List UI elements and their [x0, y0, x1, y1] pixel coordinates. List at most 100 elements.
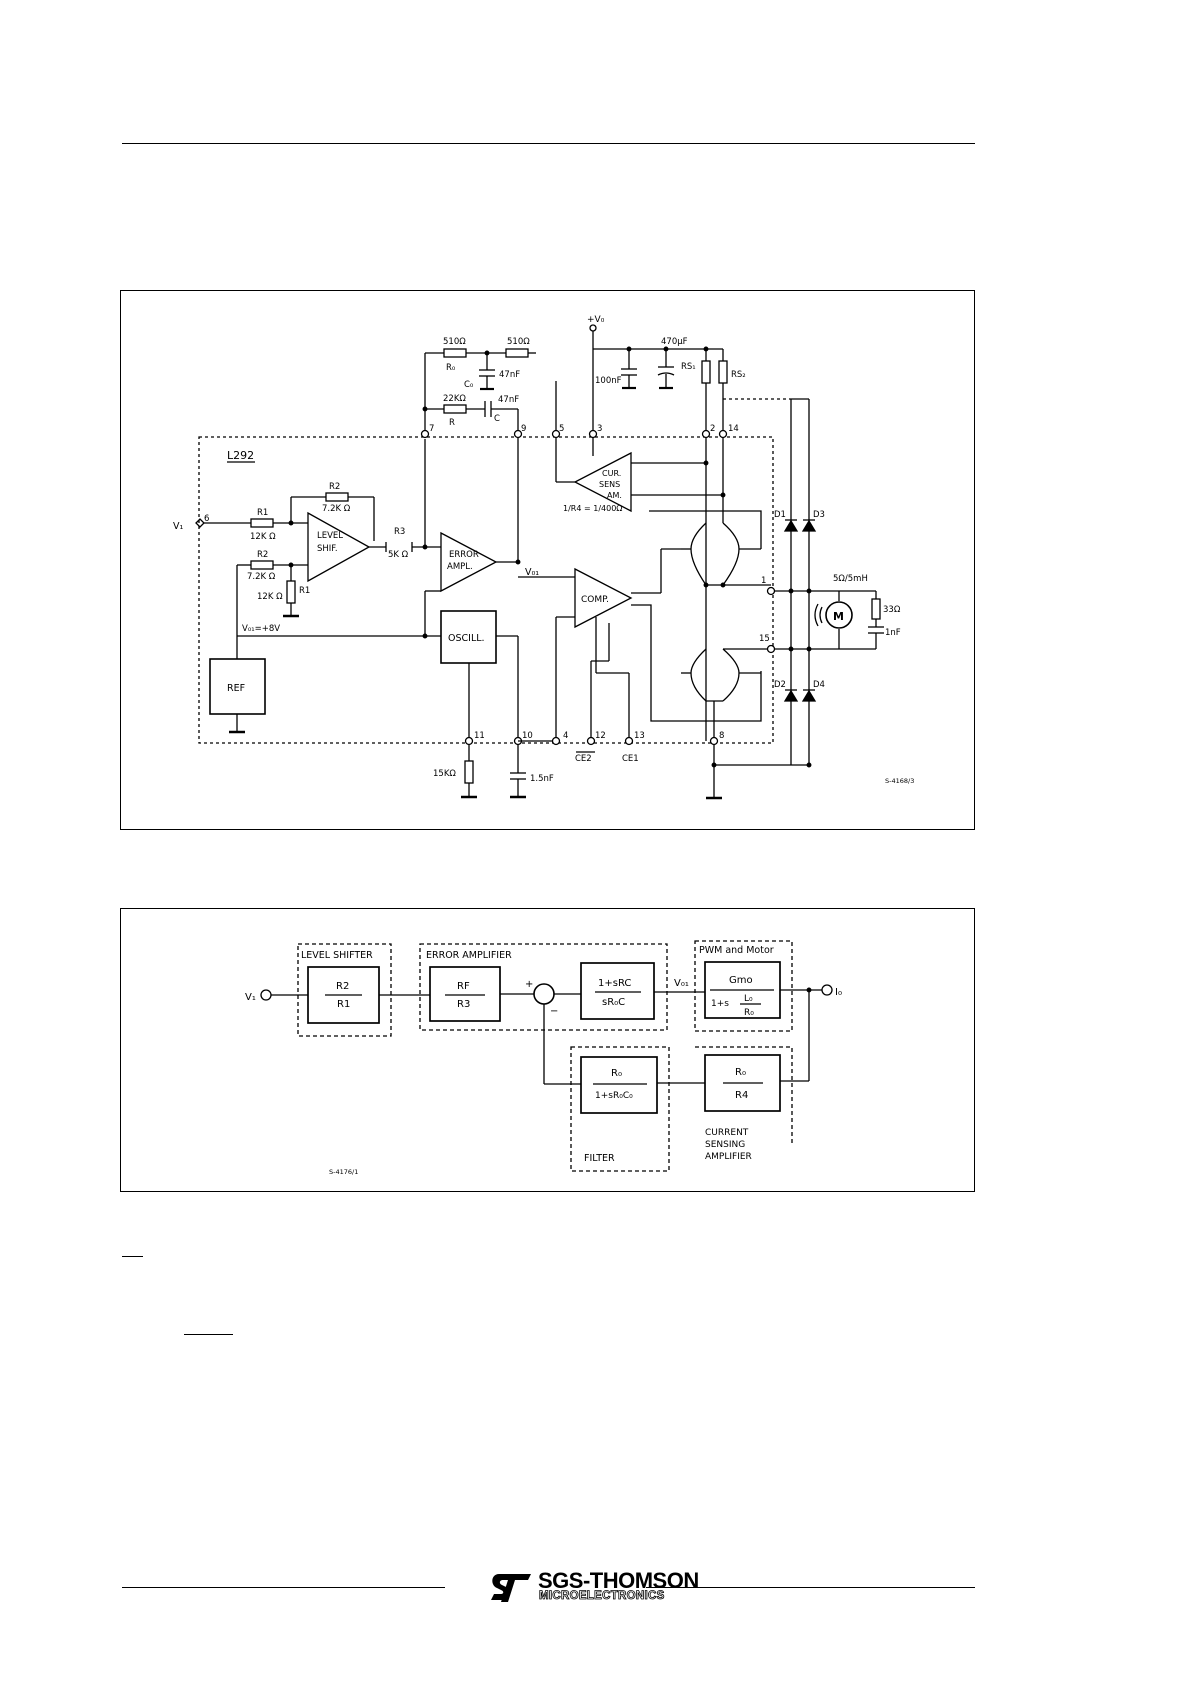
r4-ratio: 1/R4 = 1/400Ω: [563, 504, 622, 513]
pin-13: [624, 736, 634, 746]
svg-text:SENSING: SENSING: [705, 1140, 745, 1150]
svg-text:CURRENT: CURRENT: [705, 1128, 749, 1138]
block-compensation: [580, 962, 655, 1020]
pin-12: [586, 736, 596, 746]
sgs-thomson-logo: SGS-THOMSON MICROELECTRONICS: [489, 1568, 709, 1608]
error-amplifier-opamp: [440, 531, 498, 593]
pin-5: [551, 429, 561, 439]
resistor-rs2: [718, 360, 728, 384]
vs-label: +V₀: [587, 315, 605, 325]
svg-text:OSCILL.: OSCILL.: [448, 633, 485, 644]
chip-label: L292: [227, 449, 254, 462]
svg-text:R₀: R₀: [446, 363, 456, 373]
svg-text:−: −: [550, 1006, 558, 1017]
pin-6: [195, 518, 205, 528]
svg-text:sR₀C: sR₀C: [602, 997, 625, 1008]
svg-text:FILTER: FILTER: [584, 1153, 615, 1164]
resistor-r1: [250, 518, 274, 528]
figure-code-2: S-4176/1: [329, 1168, 358, 1176]
current-sense-amplifier: [573, 451, 632, 513]
svg-text:AM.: AM.: [607, 491, 622, 500]
resistor-r: [443, 404, 467, 414]
svg-text:ERROR: ERROR: [449, 550, 479, 560]
svg-text:C: C: [494, 414, 500, 424]
pin-11: [464, 736, 474, 746]
h-bridge: [681, 522, 771, 737]
pin-14: [718, 429, 728, 439]
svg-text:510Ω: 510Ω: [507, 337, 530, 347]
resistor-rf: [443, 348, 467, 358]
svg-text:10: 10: [522, 731, 533, 741]
svg-text:1+sRC: 1+sRC: [598, 978, 631, 989]
svg-text:R1: R1: [337, 999, 350, 1010]
svg-text:R₀: R₀: [611, 1068, 622, 1079]
vr-label: V₀₁=+8V: [242, 624, 280, 634]
control-block-diagram: LEVEL SHIFTER ERROR AMPLIFIER PWM and Mo…: [245, 940, 842, 1176]
pin-15: [766, 644, 776, 654]
ce1-label: CE1: [622, 754, 639, 764]
svg-text:CUR.: CUR.: [602, 469, 621, 478]
diode-d2: [783, 689, 799, 702]
vth-label-2: V₀₁: [674, 978, 689, 989]
resistor-r2-feedback: [325, 492, 349, 502]
svg-text:Gmo: Gmo: [729, 975, 753, 986]
svg-text:15KΩ: 15KΩ: [433, 769, 456, 779]
group-level-shifter: [297, 943, 392, 1037]
svg-text:1nF: 1nF: [885, 628, 901, 638]
logo-subtitle: MICROELECTRONICS: [539, 1590, 665, 1603]
vs-terminal: [589, 324, 597, 332]
svg-text:1+sR₀C₀: 1+sR₀C₀: [595, 1091, 633, 1101]
vi-terminal: [260, 989, 272, 1001]
svg-text:RS₂: RS₂: [731, 370, 746, 380]
text-mark-2: [184, 1334, 233, 1335]
diode-d3: [801, 519, 817, 532]
svg-text:470µF: 470µF: [661, 337, 688, 347]
svg-text:COMP.: COMP.: [581, 595, 609, 605]
svg-text:D3: D3: [813, 510, 825, 520]
pin-3: [588, 429, 598, 439]
diode-d1: [783, 519, 799, 532]
svg-text:SENS: SENS: [599, 480, 620, 489]
svg-text:7.2K Ω: 7.2K Ω: [322, 504, 351, 514]
svg-text:4: 4: [563, 731, 568, 741]
circuit-schematic: L292 V₁ 6 R1 12K Ω R2 7.2K Ω LEVEL SHIF.…: [173, 315, 914, 800]
pin-7: [420, 429, 430, 439]
svg-text:100nF: 100nF: [595, 376, 622, 386]
svg-text:7.2K Ω: 7.2K Ω: [247, 572, 276, 582]
figure-code: S-4168/3: [885, 777, 914, 785]
svg-text:1.5nF: 1.5nF: [530, 774, 554, 784]
svg-text:R₀: R₀: [744, 1008, 754, 1018]
vi-label: V₁: [173, 521, 183, 532]
logo-wordmark: SGS-THOMSON: [538, 1568, 699, 1593]
svg-text:R2: R2: [329, 482, 340, 492]
st-logo-icon: [491, 1574, 531, 1602]
svg-text:2: 2: [710, 424, 715, 434]
svg-text:5K Ω: 5K Ω: [388, 550, 409, 560]
svg-text:R1: R1: [257, 508, 268, 518]
group-current-sensing: [695, 1046, 793, 1146]
svg-text:1: 1: [761, 576, 766, 586]
svg-text:+: +: [525, 979, 533, 990]
svg-text:13: 13: [634, 731, 645, 741]
svg-text:R2: R2: [257, 550, 268, 560]
svg-text:5: 5: [559, 424, 564, 434]
group-pwm-motor: [694, 940, 793, 1032]
svg-text:12: 12: [595, 731, 606, 741]
pin-9: [513, 429, 523, 439]
footer-rule-right: [646, 1587, 975, 1588]
figure-application-circuit: L292 V₁ 6 R1 12K Ω R2 7.2K Ω LEVEL SHIF.…: [120, 290, 975, 830]
svg-text:33Ω: 33Ω: [883, 605, 901, 615]
resistor-r1-bias: [286, 580, 296, 604]
resistor-rs1: [701, 360, 711, 384]
svg-text:47nF: 47nF: [499, 370, 520, 380]
load-label: 5Ω/5mH: [833, 574, 868, 584]
svg-text:D2: D2: [774, 680, 786, 690]
ce2-label: CE2: [575, 754, 592, 764]
svg-text:M: M: [833, 610, 844, 623]
text-mark-1: [122, 1256, 143, 1257]
level-shifter-opamp: [307, 511, 371, 583]
svg-text:RF: RF: [457, 981, 470, 992]
figure-block-diagram: LEVEL SHIFTER ERROR AMPLIFIER PWM and Mo…: [120, 908, 975, 1192]
group-filter: [570, 1046, 670, 1172]
svg-text:1+s: 1+s: [711, 999, 729, 1009]
